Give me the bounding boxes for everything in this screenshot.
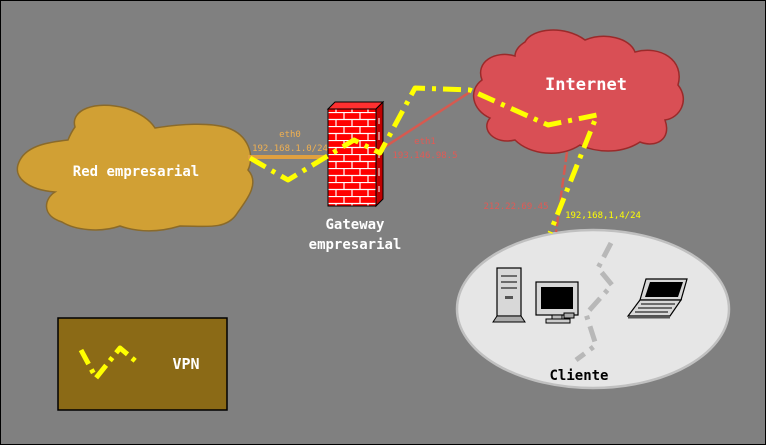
enterprise-network-cloud	[16, 104, 254, 232]
vpn-tunnel-path	[248, 85, 600, 234]
client-vpn-ip-label: 192,168,1,4/24	[565, 211, 641, 221]
client-lan-path	[574, 241, 615, 362]
internet-cloud	[472, 29, 684, 154]
vpn-legend-label: VPN	[172, 355, 199, 373]
enterprise-network-label: Red empresarial	[73, 164, 199, 180]
vpn-legend-box	[57, 317, 228, 411]
client-label: Cliente	[549, 368, 608, 384]
gateway-label-line1: Gateway	[325, 217, 385, 233]
eth1-address-label: 193.146.98.5	[392, 151, 457, 161]
internet-label: Internet	[545, 75, 627, 95]
client-public-ip-label: 212.22.69.45	[483, 202, 548, 212]
eth0-name-label: eth0	[279, 130, 301, 140]
desktop-monitor-icon	[535, 281, 579, 324]
tower-pc-icon	[492, 267, 526, 323]
gateway-label-line2: empresarial	[309, 237, 402, 253]
eth1-name-label: eth1	[414, 137, 436, 147]
vpn-legend-swatch	[78, 345, 141, 381]
laptop-icon	[626, 278, 688, 319]
eth0-address-label: 192.168.1.0/24	[252, 144, 328, 154]
eth1-link	[379, 90, 471, 152]
firewall-icon	[326, 100, 385, 208]
client-uplink	[554, 151, 569, 233]
